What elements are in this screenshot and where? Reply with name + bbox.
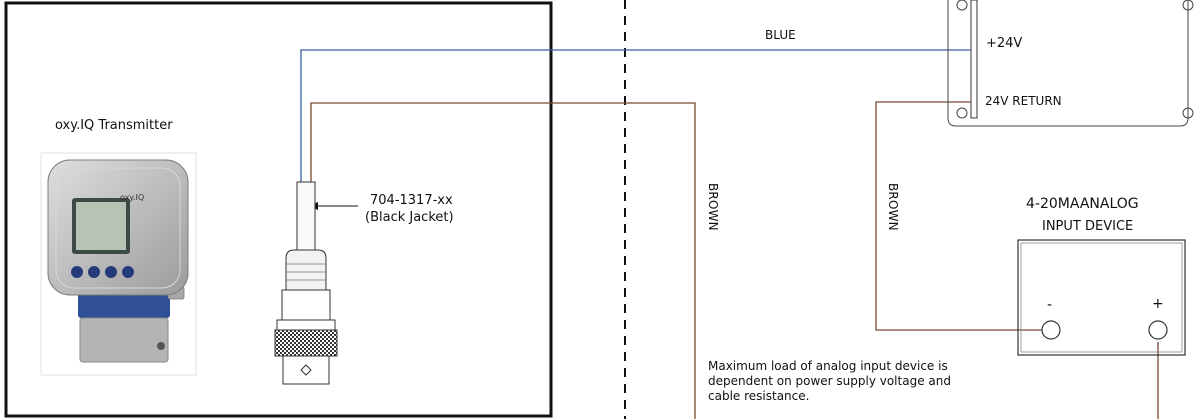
transmitter-title: oxy.IQ Transmitter [55, 118, 173, 133]
brown-wire-left [310, 102, 696, 419]
plus-terminal-label: + [1152, 296, 1164, 312]
power-supply [947, 0, 1194, 127]
cable-callout-arrow [309, 202, 358, 210]
cable-jacket-label: (Black Jacket) [365, 210, 454, 225]
power-return-label: 24V RETURN [985, 94, 1062, 108]
transmitter-device-image [40, 152, 197, 376]
transmitter-enclosure-box [4, 1, 553, 418]
mount-hole-icon [956, 107, 968, 119]
blue-wire-label: BLUE [765, 28, 796, 42]
mount-hole-icon [1182, 0, 1194, 11]
input-device-title-line1: 4-20MAANALOG [1026, 196, 1139, 212]
note-line3: cable resistance. [708, 389, 810, 403]
power-plus-label: +24V [986, 36, 1023, 51]
input-device-box [1017, 239, 1186, 356]
minus-terminal-icon [1041, 320, 1061, 340]
mount-hole-icon [1182, 107, 1194, 119]
device-brand-label: oxy.IQ [120, 193, 145, 202]
cable-part-number: 704-1317-xx [370, 193, 453, 208]
input-device-title-line2: INPUT DEVICE [1042, 219, 1134, 234]
note-line2: dependent on power supply voltage and [708, 374, 951, 388]
blue-wire [300, 49, 975, 182]
brown-wire-label-left: BROWN [706, 183, 720, 231]
note-line1: Maximum load of analog input device is [708, 359, 948, 373]
plus-terminal-icon [1148, 320, 1168, 340]
cable-connector-icon [274, 181, 338, 385]
mount-hole-icon [956, 0, 968, 11]
brown-wire-right [875, 101, 1042, 331]
minus-terminal-label: - [1047, 297, 1053, 313]
brown-wire-label-right: BROWN [886, 183, 900, 231]
